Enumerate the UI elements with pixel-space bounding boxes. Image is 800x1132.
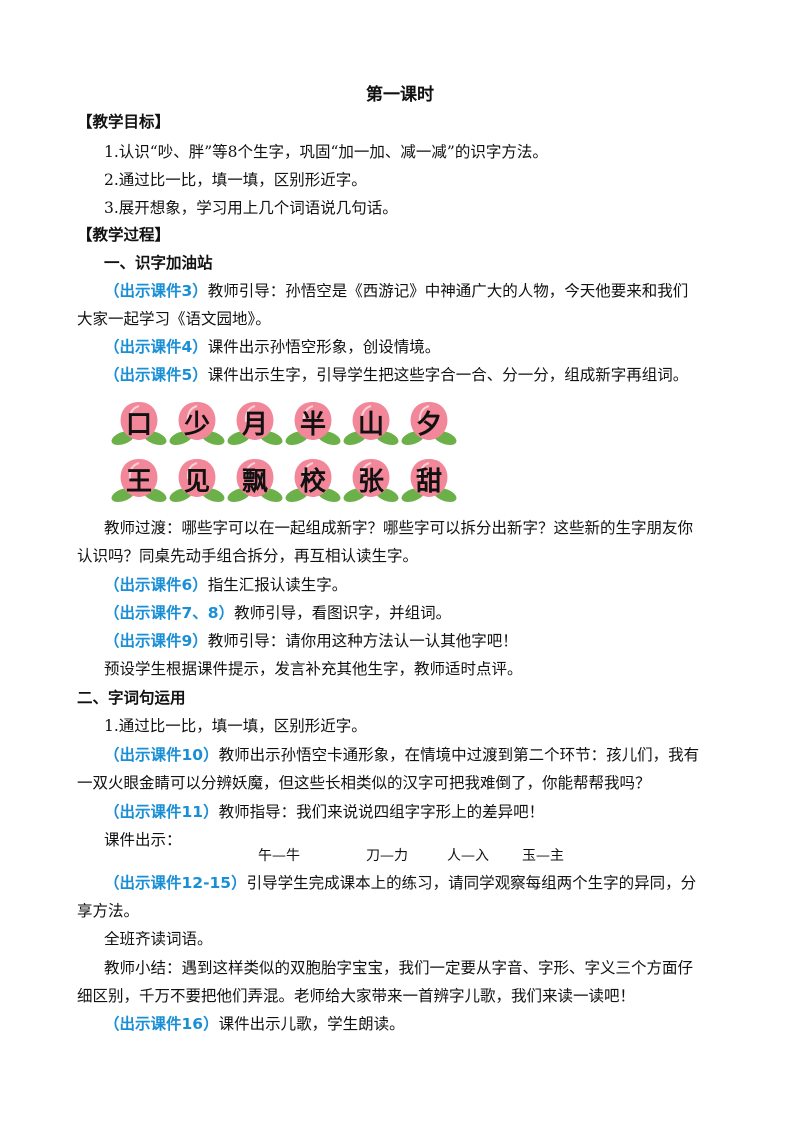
paragraph-4-cont: 认识吗？同桌先动手组合拆分，再互相认读生字。 [77,547,419,565]
goal-item-2: 2.通过比一比，填一填，区别形近字。 [104,171,367,189]
courseware-tag: （出示课件4） [104,338,208,356]
peach-character-tile: 张 [342,455,400,505]
courseware-tag: （出示课件3） [104,282,208,300]
paragraph-text: 课件出示生字，引导学生把这些字合一合、分一分，组成新字再组词。 [207,366,689,384]
paragraph-9: 1.通过比一比，填一填，区别形近字。 [104,717,367,735]
courseware-tag: （出示课件11） [104,803,219,821]
pair-1: 午—牛 [258,848,300,864]
courseware-tag: （出示课件16） [104,1015,219,1033]
paragraph-1: （出示课件3）教师引导：孙悟空是《西游记》中神通广大的人物，今天他要来和我们 [104,281,688,301]
paragraph-15: 教师小结：遇到这样类似的双胞胎字宝宝，我们一定要从字音、字形、字义三个方面仔 [104,959,694,977]
paragraph-8: 预设学生根据课件提示，发言补充其他生字，教师适时点评。 [104,660,523,678]
process-heading: 【教学过程】 [77,226,171,244]
paragraph-text: 教师引导：孙悟空是《西游记》中神通广大的人物，今天他要来和我们 [207,282,689,300]
peach-character-tile: 见 [168,455,226,505]
peach-character-tile: 月 [226,398,284,448]
peach-character: 口 [125,410,152,440]
peach-character-tile: 山 [342,398,400,448]
paragraph-6: （出示课件7、8）教师引导，看图识字，并组词。 [104,603,451,623]
paragraph-3: （出示课件5）课件出示生字，引导学生把这些字合一合、分一分，组成新字再组词。 [104,365,688,385]
paragraph-7: （出示课件9）教师引导：请你用这种方法认一认其他字吧！ [104,631,518,651]
courseware-tag: （出示课件6） [104,576,208,594]
peach-character-tile: 少 [168,398,226,448]
courseware-tag: （出示课件10） [104,746,219,764]
peach-character-tile: 夕 [400,398,458,448]
peach-character: 半 [299,410,326,440]
paragraph-14: 全班齐读词语。 [104,930,213,948]
peach-character-tile: 半 [284,398,342,448]
peach-character: 张 [357,467,384,497]
paragraph-4: 教师过渡：哪些字可以在一起组成新字？哪些字可以拆分出新字？这些新的生字朋友你 [104,519,694,537]
paragraph-13: （出示课件12-15）引导学生完成课本上的练习，请同学观察每组两个生字的异同，分 [104,873,696,893]
paragraph-text: 教师引导：请你用这种方法认一认其他字吧！ [207,632,518,650]
paragraph-5: （出示课件6）指生汇报认读生字。 [104,575,347,595]
paragraph-text: 课件出示孙悟空形象，创设情境。 [207,338,441,356]
peach-character: 校 [299,467,326,497]
peach-character-tile: 口 [110,398,168,448]
paragraph-text: 教师出示孙悟空卡通形象，在情境中过渡到第二个环节：孩儿们，我有 [218,746,700,764]
peach-character-row-2: 王见飘校张甜 [110,455,458,505]
peach-character-tile: 校 [284,455,342,505]
paragraph-text: 指生汇报认读生字。 [207,576,348,594]
page-title: 第一课时 [366,85,434,105]
peach-character-row-1: 口少月半山夕 [110,398,458,448]
paragraph-text: 引导学生完成课本上的练习，请同学观察每组两个生字的异同，分 [246,874,697,892]
peach-character: 山 [357,410,384,440]
peach-character: 少 [183,410,210,440]
goals-heading: 【教学目标】 [77,113,171,131]
courseware-tag: （出示课件12-15） [104,874,247,892]
section-1-heading: 一、识字加油站 [104,254,213,272]
paragraph-13-cont: 享方法。 [77,902,140,920]
pair-2: 刀—力 [366,848,408,864]
courseware-tag: （出示课件7、8） [104,604,235,622]
paragraph-16: （出示课件16）课件出示儿歌，学生朗读。 [104,1014,405,1034]
paragraph-text: 课件出示儿歌，学生朗读。 [218,1015,405,1033]
peach-character-tile: 飘 [226,455,284,505]
peach-character-tile: 王 [110,455,168,505]
paragraph-15-cont: 细区别，千万不要把他们弄混。老师给大家带来一首辨字儿歌，我们来读一读吧！ [77,987,636,1005]
peach-character: 月 [241,410,268,440]
peach-character-tile: 甜 [400,455,458,505]
paragraph-text: 教师引导，看图识字，并组词。 [234,604,452,622]
peach-character: 见 [183,467,210,497]
paragraph-11: （出示课件11）教师指导：我们来说说四组字字形上的差异吧！ [104,802,544,822]
paragraph-text: 教师指导：我们来说说四组字字形上的差异吧！ [218,803,545,821]
paragraph-10-cont: 一双火眼金睛可以分辨妖魔，但这些长相类似的汉字可把我难倒了，你能帮帮我吗？ [77,774,651,792]
paragraph-2: （出示课件4）课件出示孙悟空形象，创设情境。 [104,337,440,357]
goal-item-1: 1.认识“吵、胖”等8个生字，巩固“加一加、减一减”的识字方法。 [104,143,548,161]
paragraph-12: 课件出示： [104,831,182,849]
pair-4: 玉—主 [522,848,564,864]
peach-character: 王 [125,467,152,497]
pair-3: 人—入 [447,848,489,864]
paragraph-10: （出示课件10）教师出示孙悟空卡通形象，在情境中过渡到第二个环节：孩儿们，我有 [104,745,699,765]
section-2-heading: 二、字词句运用 [77,689,186,707]
courseware-tag: （出示课件9） [104,632,208,650]
courseware-tag: （出示课件5） [104,366,208,384]
goal-item-3: 3.展开想象，学习用上几个词语说几句话。 [104,199,398,217]
peach-character: 飘 [241,467,268,497]
peach-character: 夕 [415,410,442,440]
paragraph-1-cont: 大家一起学习《语文园地》。 [77,310,271,328]
peach-character: 甜 [415,467,442,497]
